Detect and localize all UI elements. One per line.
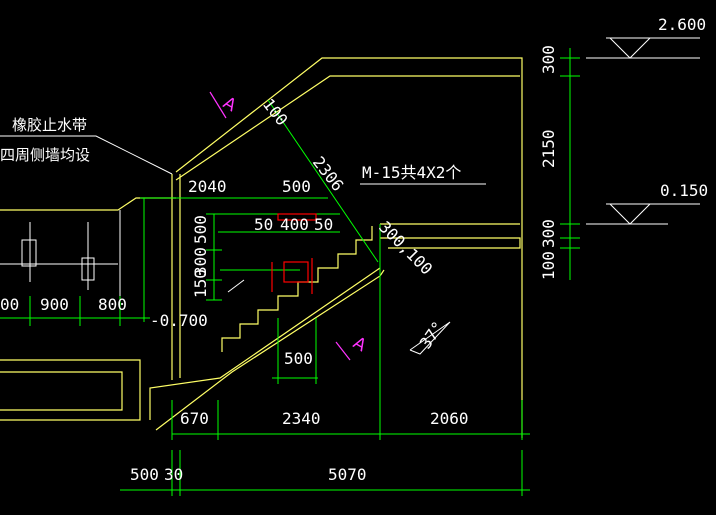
stair-steps xyxy=(221,226,373,352)
elevation-markers xyxy=(0,37,700,355)
ramp-bottom xyxy=(149,267,381,420)
ground-line-left xyxy=(0,359,141,421)
dim-500: 500 xyxy=(130,465,159,484)
dim-300-v: 300 xyxy=(191,247,210,276)
dim-30: 30 xyxy=(164,465,183,484)
dim-right-2150: 2150 xyxy=(539,129,558,168)
dim-50-right: 50 xyxy=(314,215,333,234)
section-marks xyxy=(209,91,351,361)
dim-left-800: 800 xyxy=(98,295,127,314)
note-waterstop: 橡胶止水带 xyxy=(12,116,87,134)
dim-500-bottom: 500 xyxy=(284,349,313,368)
structure-outline xyxy=(0,57,523,438)
dim-right-300-low: 300 xyxy=(539,219,558,248)
dim-500-v: 500 xyxy=(191,215,210,244)
dim-2040: 2040 xyxy=(188,177,227,196)
dim-2340: 2340 xyxy=(282,409,321,428)
dim-left-00: 00 xyxy=(0,295,19,314)
door-m15 xyxy=(271,213,317,294)
upper-floor-slab-2 xyxy=(380,237,521,249)
dim-150-v: 150 xyxy=(191,269,210,298)
note-walls: 四周侧墙均设 xyxy=(0,146,90,164)
note-door: M-15共4X2个 xyxy=(362,163,461,182)
level-label: -0.700 xyxy=(150,311,208,330)
ramp-bottom-2 xyxy=(155,269,385,431)
dim-5070: 5070 xyxy=(328,465,367,484)
dim-670: 670 xyxy=(180,409,209,428)
left-room-detail xyxy=(0,210,121,300)
dimension-lines xyxy=(0,48,580,496)
ground-line-left-2 xyxy=(0,371,123,411)
elevation-top-label: 2.600 xyxy=(658,15,706,34)
dim-500-top: 500 xyxy=(282,177,311,196)
dim-right-100: 100 xyxy=(539,251,558,280)
elevation-mid-label: 0.150 xyxy=(660,181,708,200)
roof-inner-line xyxy=(175,75,520,181)
dim-400: 400 xyxy=(280,215,309,234)
dim-left-900: 900 xyxy=(40,295,69,314)
roof-outer-line xyxy=(175,57,523,438)
dim-right-300-top: 300 xyxy=(539,45,558,74)
dim-2060: 2060 xyxy=(430,409,469,428)
dim-50-left: 50 xyxy=(254,215,273,234)
